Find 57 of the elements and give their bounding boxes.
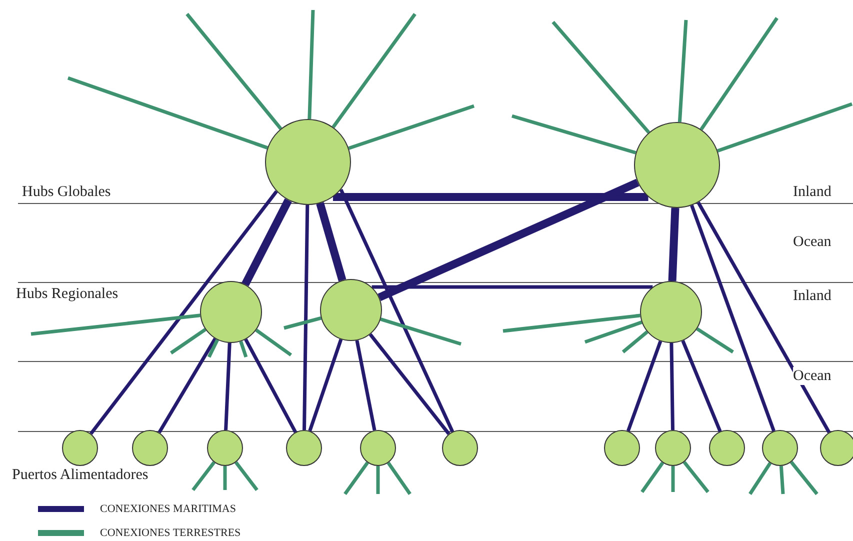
- land-connection-line: [386, 462, 412, 495]
- land-connection-line: [790, 460, 818, 496]
- land-connection-line: [671, 466, 675, 492]
- sea-connection-line: [670, 342, 674, 430]
- land-connection-line: [678, 20, 688, 122]
- land-connection-line: [584, 320, 642, 344]
- land-connection-line: [186, 12, 282, 130]
- land-connection-line: [552, 20, 650, 134]
- land-connection-line: [332, 12, 416, 128]
- land-connection-line: [696, 327, 734, 354]
- sea-connection-line: [372, 285, 653, 289]
- sea-connection-line: [332, 193, 648, 201]
- land-connection-line: [779, 466, 785, 494]
- sea-connection-line: [696, 202, 831, 434]
- tier-label: Ocean: [793, 367, 832, 385]
- land-connection-line: [512, 114, 636, 154]
- land-connection-line: [239, 340, 248, 358]
- sea-connection-line: [242, 198, 292, 286]
- sea-connection-line: [355, 340, 376, 431]
- land-connection-line: [376, 466, 380, 494]
- land-connection-line: [170, 328, 206, 354]
- land-connection-line: [284, 316, 322, 330]
- sea-connection-line: [244, 338, 298, 433]
- land-connection-line: [682, 461, 710, 494]
- land-connection-line: [308, 10, 315, 120]
- land-connection-line: [748, 462, 772, 495]
- land-connection-line: [348, 104, 475, 150]
- sea-connection-line: [681, 340, 722, 432]
- sea-connection-line: [90, 190, 278, 435]
- land-connection-line: [717, 102, 853, 152]
- sea-connection-line: [224, 342, 232, 430]
- land-connection-line: [640, 462, 664, 493]
- land-connection-line: [30, 314, 200, 336]
- land-connection-line: [344, 462, 369, 496]
- land-connection-line: [622, 330, 648, 354]
- land-connection-line: [380, 317, 462, 346]
- sea-connection-line: [626, 340, 662, 432]
- sea-connection-line: [378, 178, 640, 302]
- tier-label: Hubs Regionales: [16, 285, 118, 303]
- sea-connection-line: [668, 208, 680, 282]
- sea-connection-line: [690, 204, 776, 432]
- legend-text: CONEXIONES MARITIMAS: [100, 502, 236, 516]
- land-connection-line: [502, 314, 640, 333]
- sea-connection-line: [339, 188, 454, 432]
- sea-connection-line: [308, 338, 343, 432]
- land-connection-line: [700, 17, 778, 130]
- sea-connection-line: [302, 204, 310, 430]
- land-connection-line: [223, 466, 227, 490]
- legend-text: CONEXIONES TERRESTRES: [100, 526, 241, 540]
- land-connection-line: [234, 461, 258, 492]
- sea-connection-line: [368, 333, 450, 435]
- land-connection-line: [207, 339, 219, 358]
- land-connection-line: [192, 461, 216, 492]
- land-connection-line: [67, 76, 268, 150]
- sea-connection-line: [316, 202, 346, 282]
- land-connection-line: [255, 328, 292, 356]
- sea-connection-line: [158, 338, 217, 434]
